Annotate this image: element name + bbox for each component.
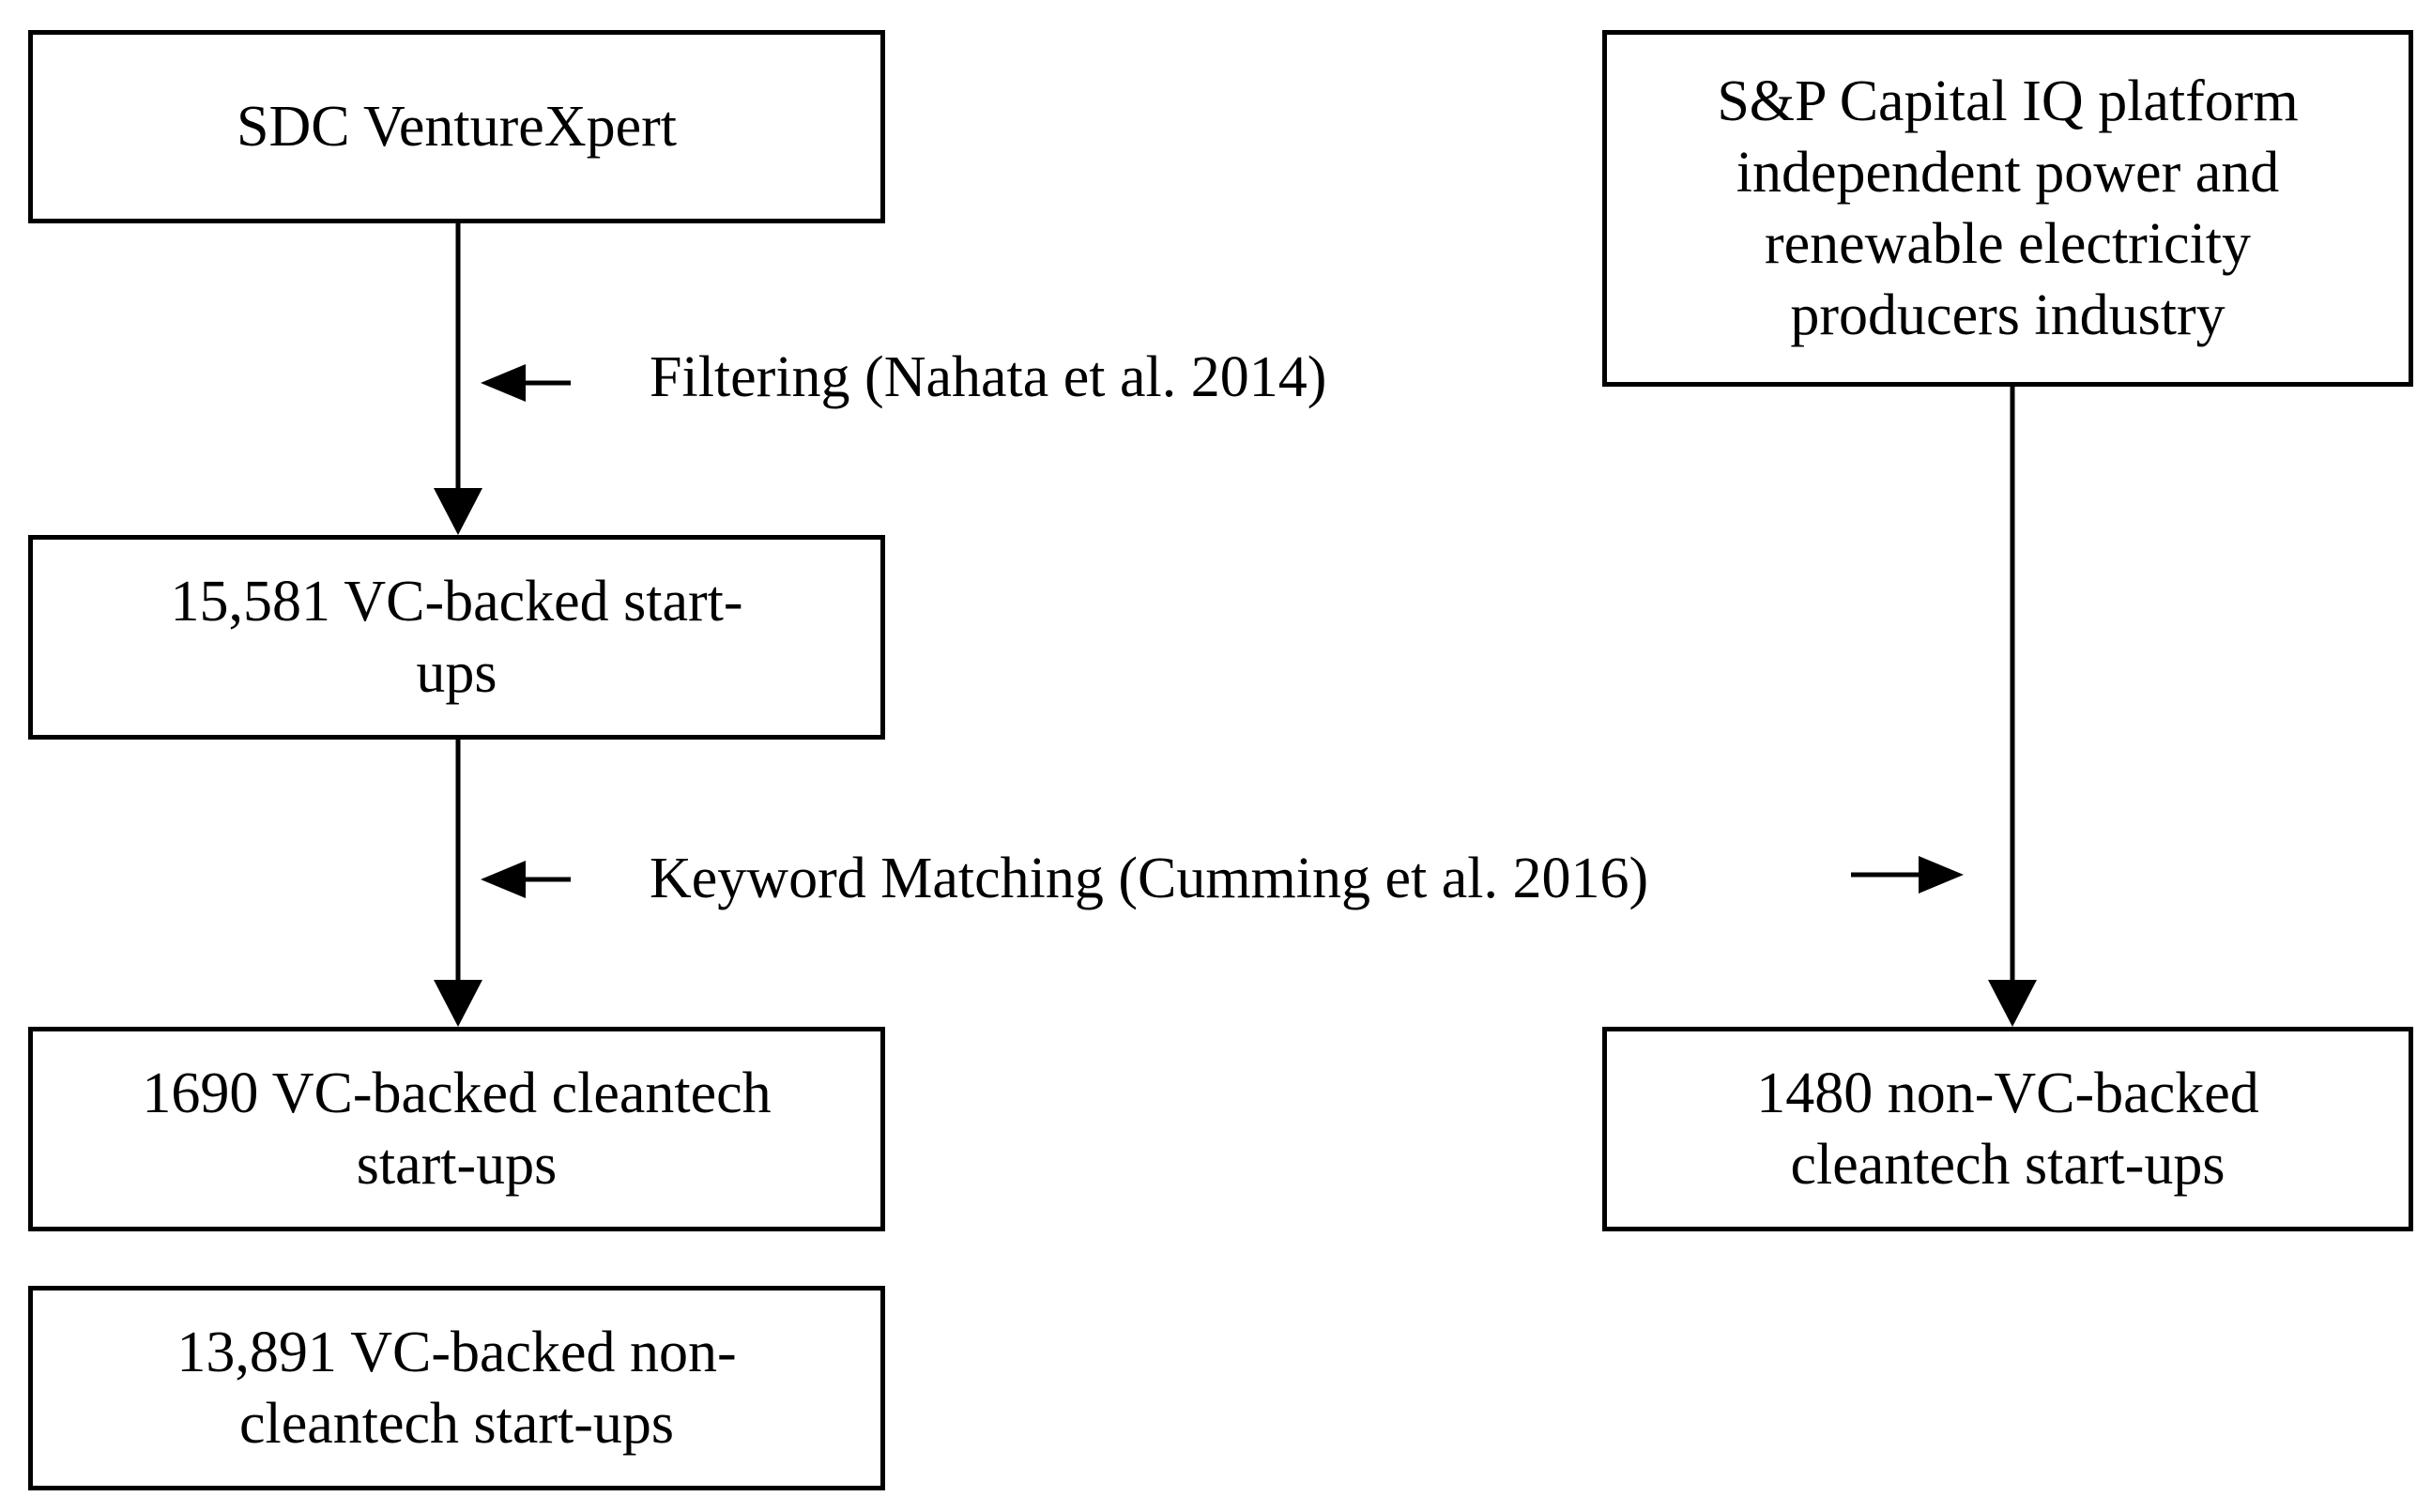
box-sdc-venturexpert: SDC VentureXpert (28, 30, 885, 223)
box-sp-capital-iq: S&P Capital IQ platform independent powe… (1602, 30, 2413, 387)
box-vc-backed-cleantech-text: 1690 VC-backed cleantech start-ups (142, 1061, 772, 1197)
arrowhead-vc-startups (434, 488, 482, 535)
arrowhead-non-vc-cleantech (1988, 980, 2037, 1027)
box-non-vc-backed-cleantech-text: 1480 non-VC-backed cleantech start-ups (1756, 1061, 2259, 1197)
box-sp-capital-iq-text: S&P Capital IQ platform independent powe… (1717, 69, 2299, 347)
box-vc-backed-startups-text: 15,581 VC-backed start- ups (170, 570, 743, 705)
box-vc-backed-startups: 15,581 VC-backed start- ups (28, 535, 885, 740)
box-sdc-venturexpert-text: SDC VentureXpert (237, 95, 677, 159)
step-keyword-matching-label: Keyword Matching (Cumming et al. 2016) (650, 847, 1649, 910)
box-vc-backed-cleantech: 1690 VC-backed cleantech start-ups (28, 1027, 885, 1231)
keyword-pointer-left-head (481, 861, 526, 898)
arrowhead-vc-cleantech (434, 980, 482, 1027)
box-vc-backed-non-cleantech-text: 13,891 VC-backed non- cleantech start-up… (176, 1321, 737, 1456)
filtering-pointer-head (481, 364, 526, 402)
box-vc-backed-non-cleantech: 13,891 VC-backed non- cleantech start-up… (28, 1286, 885, 1490)
keyword-pointer-right-head (1919, 856, 1964, 893)
step-filtering-label: Filtering (Nahata et al. 2014) (650, 345, 1327, 409)
box-non-vc-backed-cleantech: 1480 non-VC-backed cleantech start-ups (1602, 1027, 2413, 1231)
